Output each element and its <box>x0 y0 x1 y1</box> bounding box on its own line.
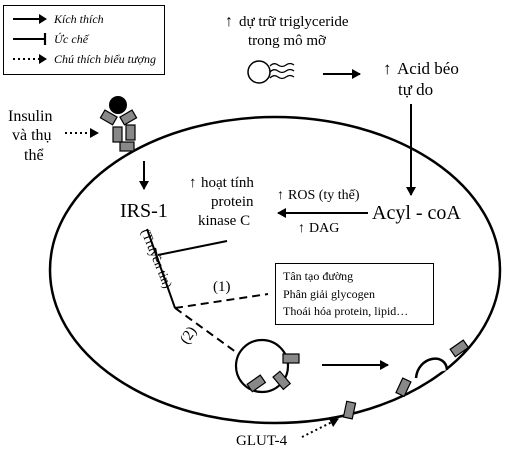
insulin-label-line1: Insulin <box>8 108 52 125</box>
legend-stimulate-label: Kích thích <box>54 11 104 26</box>
path-2-label: (2) <box>177 324 200 348</box>
fatty-acid-label-line2: tự do <box>398 80 433 99</box>
arrow-glut4-label <box>301 418 339 438</box>
insulin-molecule <box>109 96 127 114</box>
legend-annotation-label: Chú thích biểu tượng <box>54 51 156 66</box>
effect-gluconeogenesis: Tân tạo đường <box>283 269 354 283</box>
dag-arrow: ↑ <box>298 221 305 236</box>
signal-line <box>146 228 176 309</box>
pkc-label-line3: kinase C <box>198 213 250 229</box>
legend-stimulate: Kích thích <box>12 11 104 27</box>
triglyceride-arrow: ↑ <box>225 13 233 30</box>
triglyceride-label-line1: dự trữ triglyceride <box>239 14 349 30</box>
triglyceride-label-line2: trong mô mỡ <box>248 33 327 49</box>
legend-inhibit-label: Ức chế <box>54 31 89 46</box>
signal-label: (Truyền tin) <box>138 227 175 291</box>
path-1-label: (1) <box>213 279 231 295</box>
fatty-acid-arrow: ↑ <box>383 59 392 78</box>
effect-glycogenolysis: Phân giải glycogen <box>283 286 375 301</box>
glut4-transporters <box>342 339 470 420</box>
ros-arrow: ↑ <box>277 188 284 203</box>
path-2-line <box>174 307 241 356</box>
membrane-indentation <box>414 357 449 379</box>
acyl-coa-label: Acyl - coA <box>372 202 461 224</box>
glut4-label: GLUT-4 <box>236 433 288 449</box>
effect-catabolism: Thoái hóa protein, lipid… <box>283 304 409 318</box>
lipid-droplet-icon <box>247 60 295 84</box>
pkc-label-line1: hoạt tính <box>201 175 254 191</box>
legend-annotation: Chú thích biểu tượng <box>12 51 156 67</box>
irs1-label: IRS-1 <box>120 200 168 222</box>
fatty-acid-label-line1: Acid béo <box>397 59 459 78</box>
path-1-line <box>174 293 269 309</box>
dag-label: DAG <box>309 221 339 236</box>
glut4-vesicle <box>234 338 300 394</box>
dotted-arrow-icon <box>13 54 47 64</box>
insulin-label-line2: và thụ <box>12 127 52 144</box>
effects-box: Tân tạo đường Phân giải glycogen Thoái h… <box>275 263 434 325</box>
insulin-label-line3: thể <box>24 147 44 164</box>
legend-inhibit: Ức chế <box>12 31 88 47</box>
legend: Kích thích Ức chế Chú thích biểu tượng <box>3 5 165 75</box>
insulin-receptor <box>99 96 138 152</box>
cell-membrane <box>48 115 502 425</box>
stimulate-arrow-icon <box>13 14 47 24</box>
inhibit-bar-icon <box>13 33 47 45</box>
ros-label: ROS (ty thể) <box>288 188 360 203</box>
pkc-arrow: ↑ <box>189 175 197 191</box>
pkc-label-line2: protein <box>211 194 254 210</box>
